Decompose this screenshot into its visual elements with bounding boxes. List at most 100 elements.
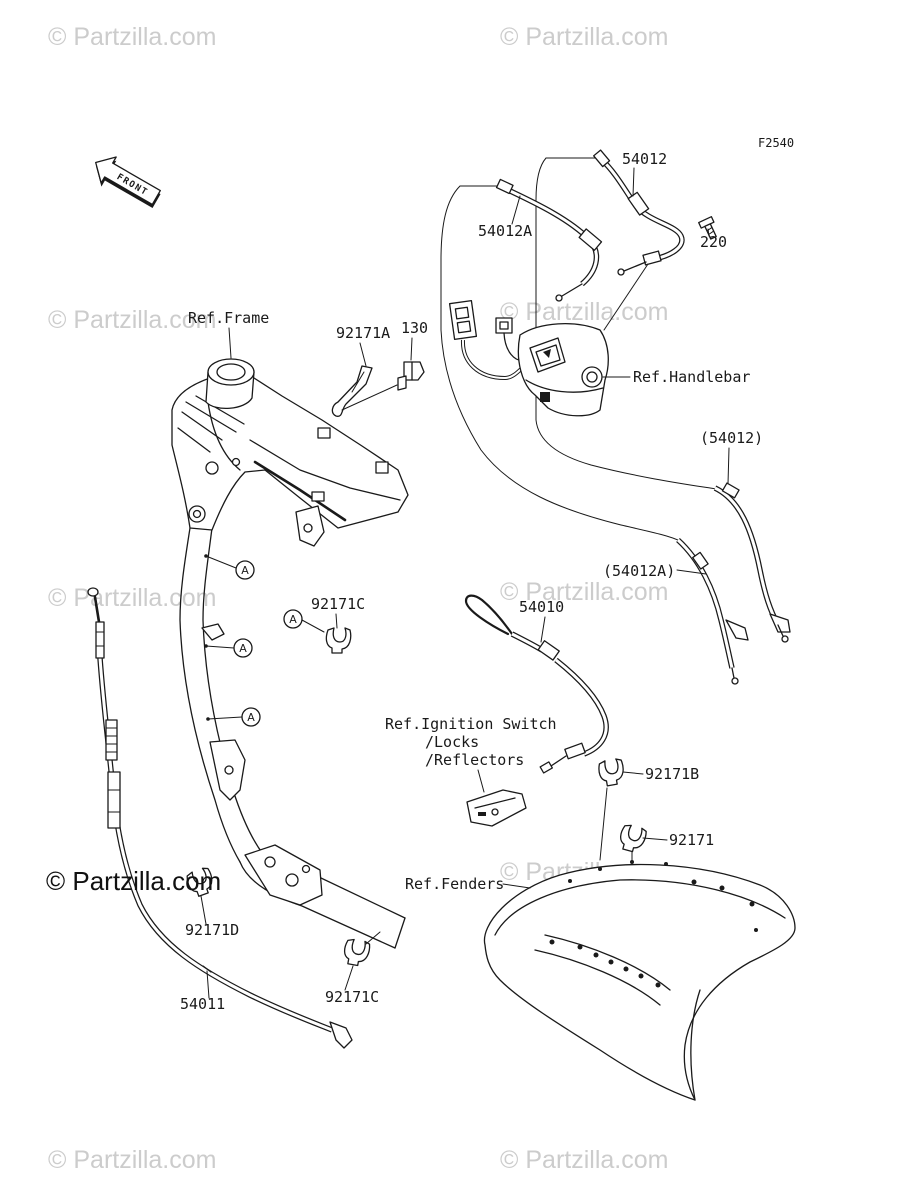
- cable-54010-end: [539, 761, 553, 774]
- connector-large: [448, 299, 478, 341]
- handlebar-switch-housing: [517, 323, 609, 417]
- cable-54010-loop: [464, 594, 514, 636]
- fender-outline: [483, 863, 796, 1101]
- marker-a: A: [247, 711, 255, 724]
- fender-hole: [598, 867, 602, 871]
- watermark: © Partzilla.com: [48, 584, 216, 612]
- fender-hole: [691, 879, 697, 885]
- leader-220: [707, 228, 710, 237]
- leader-130: [410, 337, 413, 361]
- front-arrow: FRONT: [95, 156, 161, 209]
- connector-large-socket: [454, 306, 470, 320]
- steering-head-bore: [216, 363, 246, 381]
- fender-hole: [577, 944, 583, 950]
- connector-small-socket: [499, 321, 509, 330]
- marker-leader: [301, 619, 325, 633]
- leader-54011: [206, 970, 210, 999]
- cable-54012a-lower-fitting: [692, 551, 709, 570]
- ignition-bracket-slot: [478, 812, 486, 816]
- frame-hole: [188, 505, 206, 523]
- cable-54011-end-ring: [87, 587, 99, 597]
- steering-head-top: [207, 358, 255, 386]
- clamp-92171b: [596, 757, 627, 788]
- down-tube-bracket: [209, 739, 246, 801]
- watermark: © Partzilla.com: [500, 23, 668, 51]
- ignition-bracket-edge: [474, 797, 516, 809]
- screw-220-shank: [704, 223, 717, 240]
- connector-small-body: [495, 317, 513, 334]
- cable-54012-lower: [715, 482, 791, 643]
- ignition-bracket-hole: [491, 808, 499, 816]
- label-92171a: 92171A: [336, 324, 390, 342]
- label-ref-ignition-switch: Ref.Ignition Switch: [385, 715, 557, 733]
- watermark: © Partzilla.com: [48, 306, 216, 334]
- label-54011: 54011: [180, 995, 225, 1013]
- clamp-92171: [616, 822, 649, 855]
- lower-bracket-hole: [285, 873, 299, 887]
- leader-lines: [200, 167, 730, 999]
- watermark: © Partzilla.com: [500, 1146, 668, 1174]
- cable-54012-lower-wire: [777, 624, 784, 637]
- cable-54012a-lower-wire: [731, 667, 735, 679]
- frame-hole: [205, 461, 219, 475]
- cable-54012a-routing: [440, 185, 681, 542]
- cable-54011-rod: [93, 595, 101, 624]
- label-92171d: 92171D: [185, 921, 239, 939]
- leader-92171c-lower: [344, 965, 354, 991]
- switch-button: [535, 344, 561, 367]
- cable-54011-end-fitting: [329, 1021, 353, 1049]
- fender-hole: [608, 959, 614, 965]
- cable-54010-end-fitting: [564, 742, 586, 760]
- leader-92171b: [622, 771, 644, 775]
- connector-small: [495, 317, 513, 334]
- switch-button-mark: [543, 349, 551, 358]
- frame-tab: [311, 491, 325, 502]
- cable-54012a-adjuster: [578, 228, 603, 251]
- cable-54011-boot: [107, 771, 121, 829]
- cable-54012a-fitting: [495, 178, 514, 195]
- frame-bracket-hole: [303, 523, 313, 533]
- cable-54012a-lower: [678, 540, 749, 685]
- label-92171c-upper: 92171C: [311, 595, 365, 613]
- fender-band-edge: [534, 949, 661, 1006]
- cable-54011: [87, 587, 353, 1049]
- bolt-130-shank: [397, 375, 407, 391]
- marker-a: A: [241, 564, 249, 577]
- down-tube-clip: [201, 623, 225, 641]
- cable-54010-inner-wire: [550, 755, 567, 767]
- down-tube-right-edge: [202, 527, 264, 855]
- cable-54011-barrel-detail: [95, 631, 105, 647]
- fender-hole: [630, 860, 634, 864]
- label-54012: 54012: [622, 150, 667, 168]
- fender-skirt-edge: [690, 989, 701, 1101]
- fender-hole: [719, 885, 725, 891]
- marker-circle: [283, 609, 303, 629]
- connector-large-body: [448, 299, 478, 341]
- cable-54011-adjuster: [105, 719, 118, 761]
- switch-wire: [460, 339, 524, 381]
- leader-92171d: [200, 895, 207, 925]
- marker-leader: [207, 716, 243, 720]
- leader-54012: [632, 167, 635, 197]
- fender-hole: [623, 966, 629, 972]
- cable-54012-end-fitting: [642, 250, 662, 266]
- watermark-primary: © Partzilla.com: [46, 866, 221, 896]
- cable-54012-bracket: [769, 613, 791, 633]
- label-54010: 54010: [519, 598, 564, 616]
- leader-ref-ignition: [477, 769, 485, 793]
- label-92171b: 92171B: [645, 765, 699, 783]
- frame-plate-crease: [253, 460, 347, 522]
- watermark: © Partzilla.com: [500, 298, 668, 326]
- fender-hole: [638, 973, 644, 979]
- cable-54012a-end: [555, 294, 563, 302]
- marker-a: A: [239, 642, 247, 655]
- leader-54012a: [511, 195, 521, 225]
- down-tube-left-edge: [179, 527, 241, 863]
- leader-ref-frame: [228, 327, 232, 359]
- leader-92171a: [359, 342, 367, 367]
- fender-hole: [568, 879, 572, 883]
- marker-circle: [241, 707, 261, 727]
- watermark: © Partzilla.com: [500, 578, 668, 606]
- label-ref-locks: /Locks: [425, 733, 479, 751]
